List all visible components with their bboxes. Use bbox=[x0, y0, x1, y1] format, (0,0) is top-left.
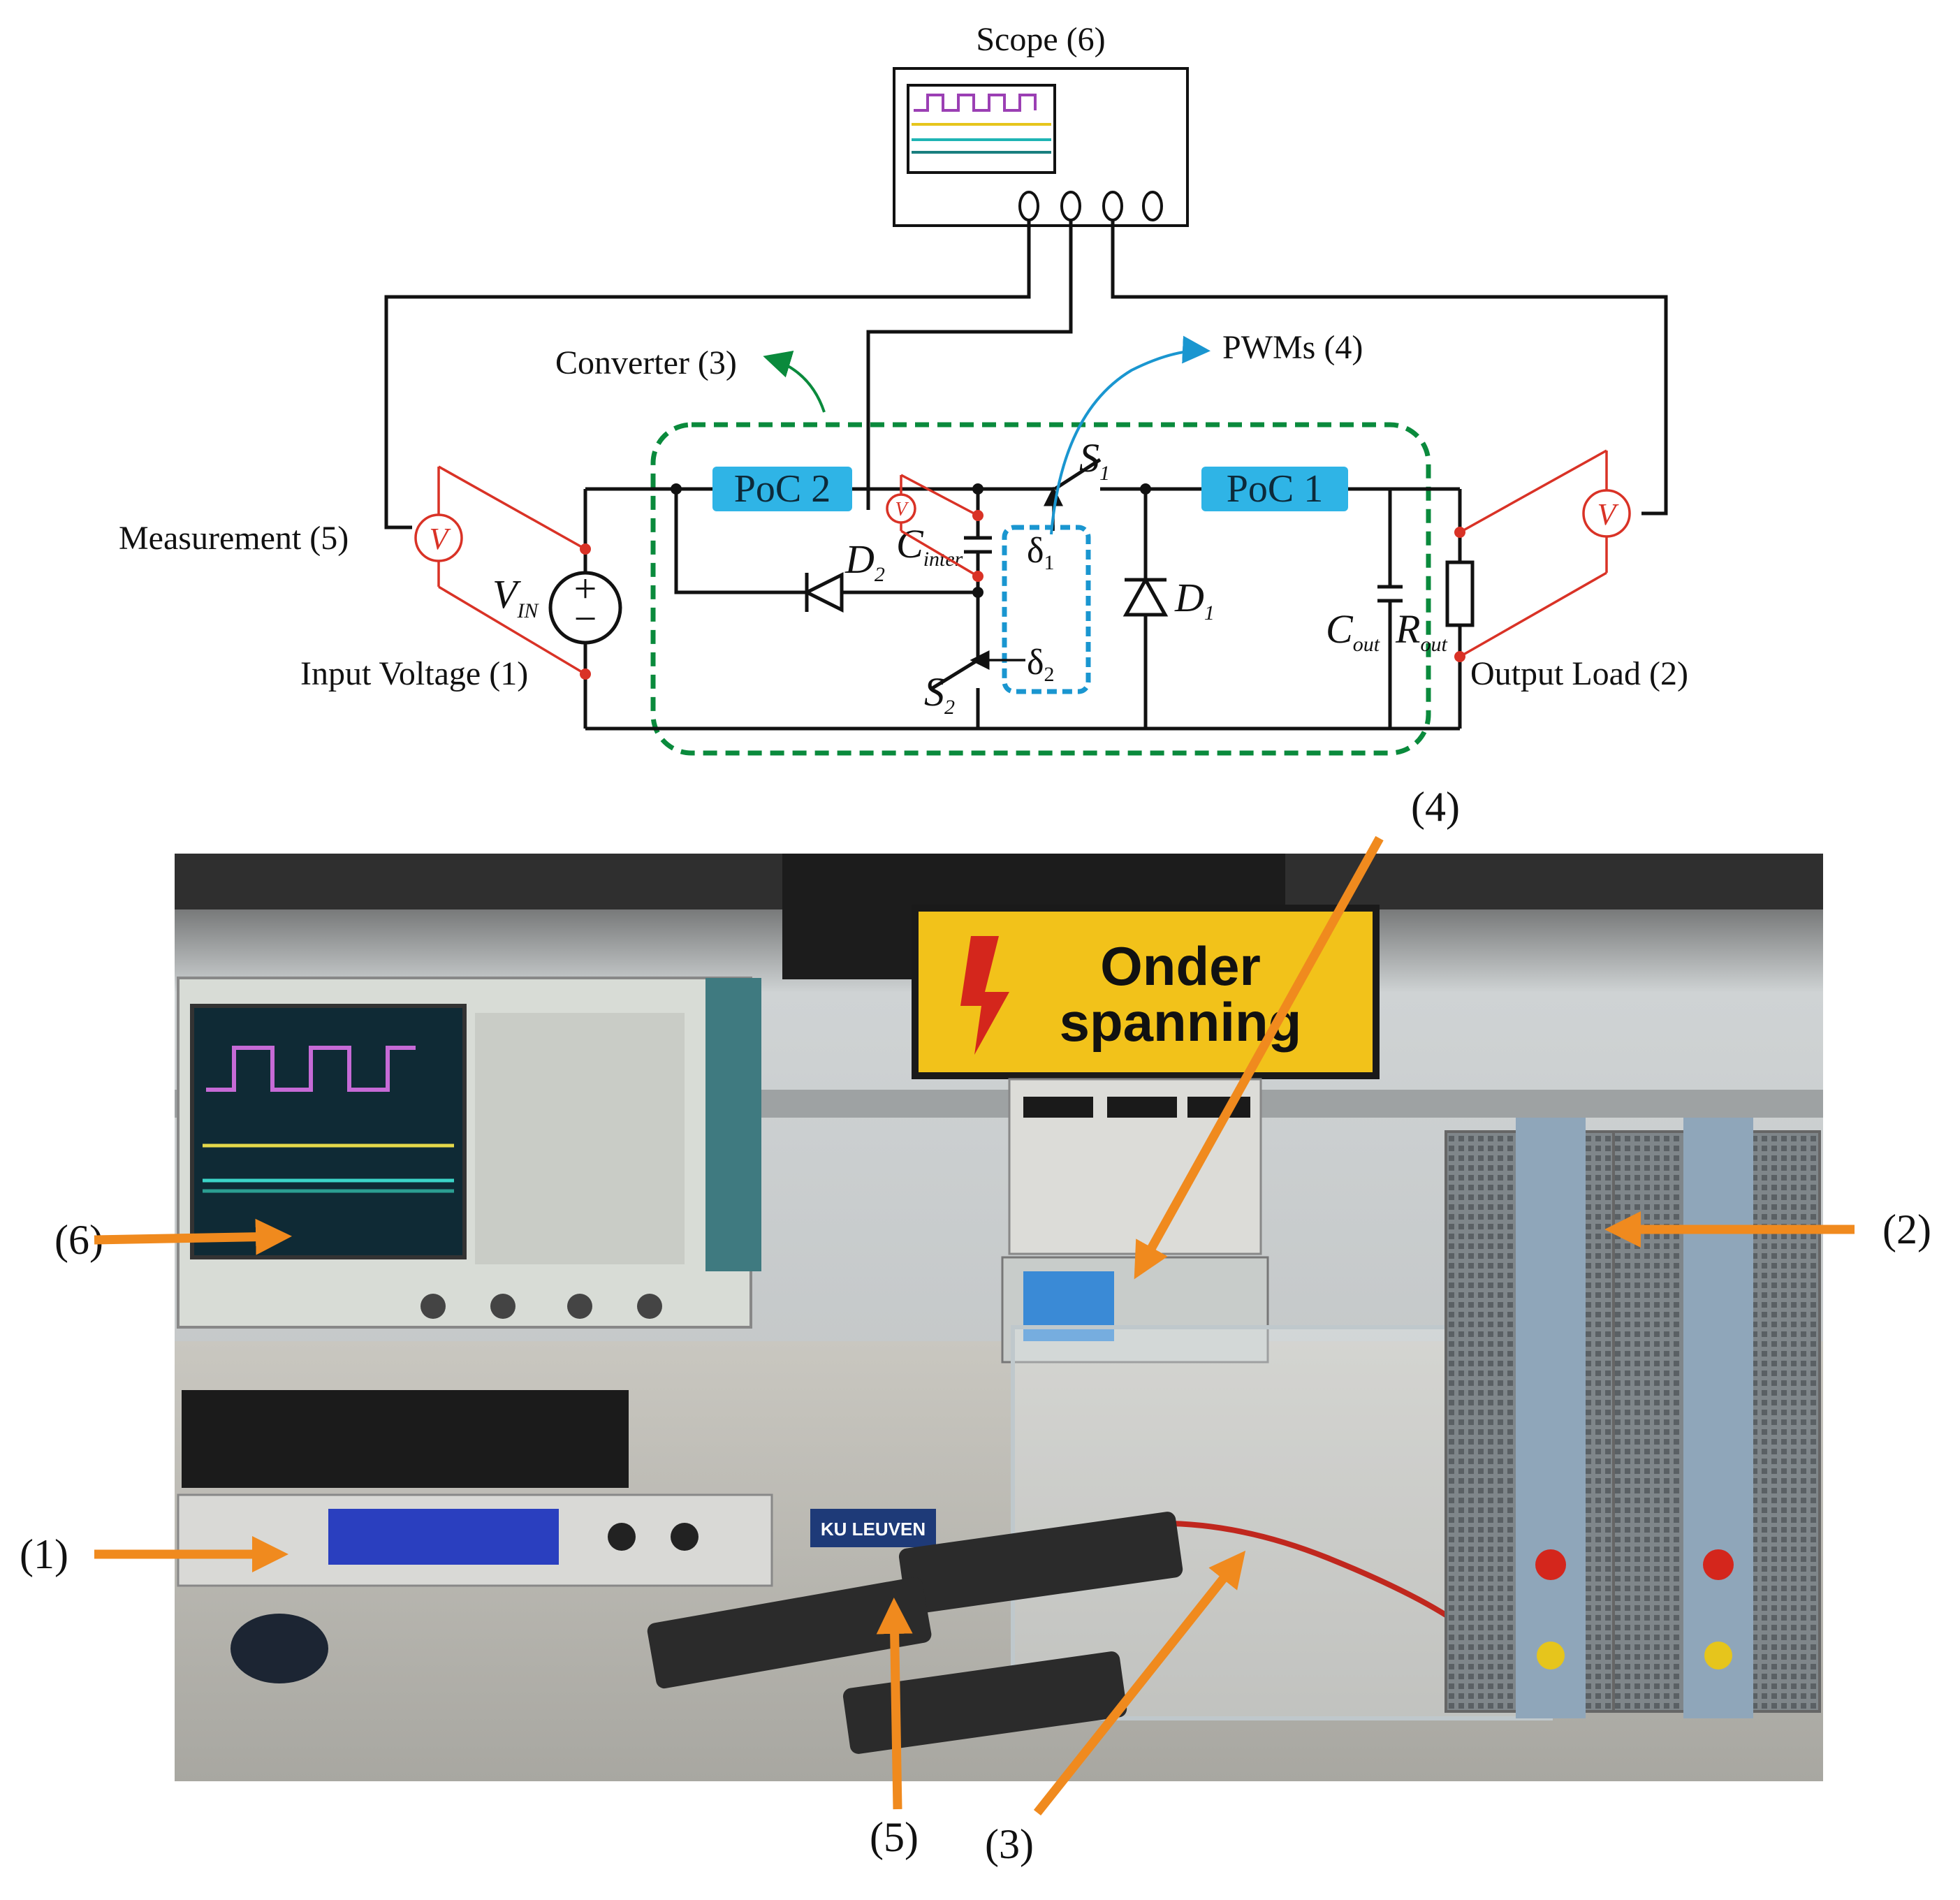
voltmeter-input bbox=[414, 513, 463, 562]
scope-label: Scope (6) bbox=[976, 21, 1105, 58]
voltmeter-cinter bbox=[886, 493, 916, 524]
svg-text:V: V bbox=[430, 522, 452, 556]
svg-text:V: V bbox=[895, 499, 909, 520]
callout-3: (3) bbox=[985, 1821, 1034, 1867]
callout-4: (4) bbox=[1411, 784, 1460, 830]
measurement-label: Measurement (5) bbox=[119, 520, 349, 557]
poc1-label: PoC 1 bbox=[1227, 467, 1324, 511]
input-voltage-label: Input Voltage (1) bbox=[300, 655, 528, 692]
photo-mouse bbox=[231, 1614, 328, 1683]
measurement-input: V bbox=[414, 465, 591, 680]
pwm-trace bbox=[914, 94, 1037, 112]
pwms-arrow bbox=[1050, 335, 1211, 535]
delta2-label: δ2 bbox=[1027, 643, 1055, 686]
cout-label: Cout bbox=[1326, 606, 1380, 656]
measurement-cinter: V bbox=[886, 474, 983, 582]
photo-function-generator bbox=[1001, 1256, 1269, 1364]
scope-screen bbox=[907, 84, 1056, 174]
converter-arrow bbox=[763, 351, 826, 413]
photo-probe-3 bbox=[842, 1651, 1127, 1754]
s1-switch bbox=[1053, 458, 1102, 491]
d1-diode bbox=[1122, 576, 1169, 617]
vin-label: VIN bbox=[492, 571, 539, 622]
d2-diode bbox=[803, 571, 844, 613]
measurement-output: V bbox=[1454, 449, 1631, 662]
delta1-label: δ1 bbox=[1027, 531, 1055, 574]
poc2-label: PoC 2 bbox=[734, 467, 831, 511]
vin-source bbox=[548, 571, 622, 645]
photo-lab-supply bbox=[1008, 1078, 1262, 1255]
photo-probe-1 bbox=[898, 1512, 1183, 1614]
scope-block: Scope (6) bbox=[893, 21, 1189, 227]
photo-oscilloscope bbox=[177, 977, 761, 1329]
scope-channel-4 bbox=[1142, 191, 1163, 221]
cinter-label: Cinter bbox=[896, 521, 963, 571]
d1-label: D1 bbox=[1174, 575, 1215, 624]
photo-logo-text: KU LEUVEN bbox=[821, 1519, 926, 1540]
d2-label: D2 bbox=[844, 536, 885, 586]
callout-5: (5) bbox=[870, 1814, 919, 1860]
probe-wire-2 bbox=[866, 220, 1073, 510]
callout-1: (1) bbox=[20, 1531, 68, 1577]
scope-channel-2 bbox=[1060, 191, 1081, 221]
photo-output-load bbox=[1445, 1118, 1821, 1718]
voltmeter-output bbox=[1582, 489, 1631, 538]
svg-text:−: − bbox=[574, 596, 597, 641]
converter-label: Converter (3) bbox=[555, 344, 737, 381]
photo-input-supply bbox=[177, 1493, 773, 1587]
photo-probe-2 bbox=[647, 1577, 932, 1689]
probe-wire-3 bbox=[1111, 220, 1668, 516]
s2-label: S2 bbox=[924, 669, 955, 719]
svg-text:+: + bbox=[574, 566, 597, 611]
photo-logo bbox=[810, 1509, 936, 1547]
photo-keyboard bbox=[182, 1390, 629, 1488]
pwms-label: PWMs (4) bbox=[1222, 329, 1363, 366]
scope-channel-3 bbox=[1102, 191, 1123, 221]
rout-label: Rout bbox=[1395, 606, 1447, 656]
callouts: (6) (1) (2) (4) (5) (3) bbox=[20, 784, 1931, 1867]
scope-channel-1 bbox=[1018, 191, 1039, 221]
svg-text:V: V bbox=[1597, 497, 1620, 532]
s1-label: S1 bbox=[1079, 435, 1110, 485]
sign-line1: Onder bbox=[1100, 935, 1261, 997]
d2-branch bbox=[674, 489, 807, 594]
warning-sign: Onder spanning bbox=[912, 905, 1380, 1079]
output-load-label: Output Load (2) bbox=[1470, 655, 1688, 692]
probe-wire-1 bbox=[384, 220, 1031, 529]
converter-boundary bbox=[650, 422, 1431, 756]
poc1-block bbox=[1201, 467, 1348, 511]
rout-resistor bbox=[1445, 560, 1475, 627]
lab-photo: Onder spanning bbox=[175, 854, 1823, 1781]
schematic: Scope (6) Converter (3) bbox=[119, 21, 1688, 756]
callout-2: (2) bbox=[1882, 1206, 1931, 1252]
pwm-boundary bbox=[1002, 525, 1091, 694]
poc2-block bbox=[712, 467, 852, 511]
